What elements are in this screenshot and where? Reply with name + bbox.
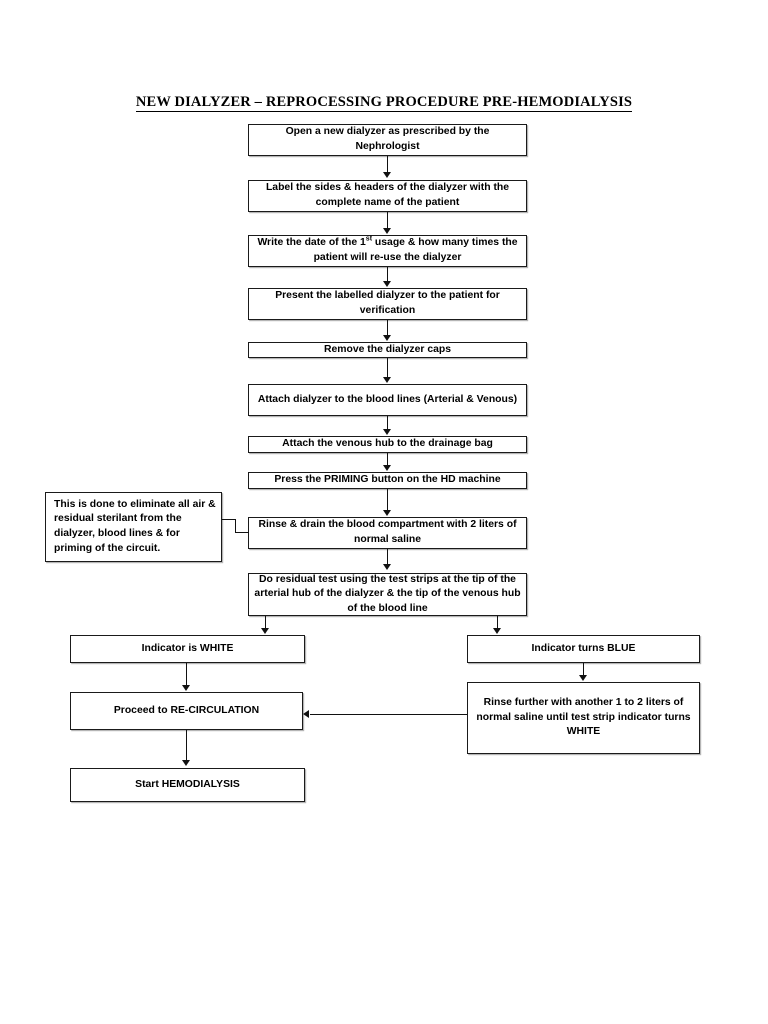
connector-note-n9-seg3 <box>235 532 249 533</box>
node-label: Attach the venous hub to the drainage ba… <box>282 438 493 450</box>
node-label: Rinse further with another 1 to 2 liters… <box>476 697 691 738</box>
arrowhead-n1-n2 <box>383 172 391 178</box>
connector-n6-n7 <box>387 416 388 430</box>
arrowhead-n11-n13 <box>182 685 190 691</box>
node-attach-dialyzer-blood-lines[interactable]: Attach dialyzer to the blood lines (Arte… <box>248 384 527 416</box>
node-label: Start HEMODIALYSIS <box>135 778 240 790</box>
node-attach-venous-hub-drainage-bag[interactable]: Attach the venous hub to the drainage ba… <box>248 436 527 453</box>
connector-n4-n5 <box>387 320 388 336</box>
node-present-labelled-dialyzer[interactable]: Present the labelled dialyzer to the pat… <box>248 288 527 320</box>
connector-n13-n15 <box>186 730 187 761</box>
node-label: Label the sides & headers of the dialyze… <box>265 182 510 208</box>
arrowhead-n2-n3 <box>383 228 391 234</box>
node-press-priming-button[interactable]: Press the PRIMING button on the HD machi… <box>248 472 527 489</box>
connector-n9-n10 <box>387 549 388 565</box>
node-do-residual-test[interactable]: Do residual test using the test strips a… <box>248 573 527 616</box>
ordinal-suffix: st <box>365 235 373 243</box>
arrowhead-n7-n8 <box>383 465 391 471</box>
connector-n14-n13 <box>310 714 467 715</box>
node-label-part-b: usage & how many times the patient will … <box>313 237 518 263</box>
arrowhead-n13-n15 <box>182 760 190 766</box>
connector-n3-n4 <box>387 267 388 282</box>
node-label: Open a new dialyzer as prescribed by the… <box>285 126 490 152</box>
node-proceed-to-recirculation[interactable]: Proceed to RE-CIRCULATION <box>70 692 303 730</box>
node-start-hemodialysis[interactable]: Start HEMODIALYSIS <box>70 768 305 802</box>
node-write-date-first-usage[interactable]: Write the date of the 1st usage & how ma… <box>248 235 527 267</box>
node-rinse-drain-blood-compartment[interactable]: Rinse & drain the blood compartment with… <box>248 517 527 549</box>
node-remove-dialyzer-caps[interactable]: Remove the dialyzer caps <box>248 342 527 358</box>
node-label: Attach dialyzer to the blood lines (Arte… <box>257 393 518 405</box>
arrowhead-n3-n4 <box>383 281 391 287</box>
connector-note-n9-seg1 <box>222 519 236 520</box>
node-label: Write the date of the 1st usage & how ma… <box>253 236 522 265</box>
node-label-part-a: Write the date of the 1 <box>257 237 366 249</box>
node-label: Press the PRIMING button on the HD machi… <box>274 474 501 486</box>
node-label: Remove the dialyzer caps <box>323 343 452 355</box>
page-title-text: NEW DIALYZER – REPROCESSING PROCEDURE PR… <box>135 94 633 112</box>
arrowhead-n14-n13 <box>303 710 309 718</box>
connector-note-n9-seg2 <box>235 519 236 533</box>
node-label: Do residual test using the test strips a… <box>254 573 521 614</box>
page-title: NEW DIALYZER – REPROCESSING PROCEDURE PR… <box>0 94 768 112</box>
node-open-new-dialyzer[interactable]: Open a new dialyzer as prescribed by the… <box>248 124 527 156</box>
node-indicator-turns-blue[interactable]: Indicator turns BLUE <box>467 635 700 663</box>
arrowhead-n9-n10 <box>383 564 391 570</box>
arrowhead-n8-n9 <box>383 510 391 516</box>
node-side-note-priming-rationale[interactable]: This is done to eliminate all air & resi… <box>45 492 222 562</box>
node-label: Indicator turns BLUE <box>531 642 636 654</box>
connector-n10-n11 <box>265 616 266 629</box>
connector-n1-n2 <box>387 156 388 173</box>
node-rinse-further[interactable]: Rinse further with another 1 to 2 liters… <box>467 682 700 754</box>
node-label-sides-headers[interactable]: Label the sides & headers of the dialyze… <box>248 180 527 212</box>
arrowhead-n5-n6 <box>383 377 391 383</box>
node-label: Proceed to RE-CIRCULATION <box>113 704 260 716</box>
connector-n11-n13 <box>186 663 187 686</box>
connector-n5-n6 <box>387 358 388 378</box>
arrowhead-n4-n5 <box>383 335 391 341</box>
connector-n10-n12 <box>497 616 498 629</box>
arrowhead-n10-n12 <box>493 628 501 634</box>
arrowhead-n12-n14 <box>579 675 587 681</box>
node-label: Indicator is WHITE <box>141 642 234 654</box>
node-label: Rinse & drain the blood compartment with… <box>258 519 517 545</box>
arrowhead-n10-n11 <box>261 628 269 634</box>
connector-n7-n8 <box>387 453 388 466</box>
connector-n8-n9 <box>387 489 388 511</box>
arrowhead-n6-n7 <box>383 429 391 435</box>
node-indicator-is-white[interactable]: Indicator is WHITE <box>70 635 305 663</box>
connector-n2-n3 <box>387 212 388 229</box>
node-label: Present the labelled dialyzer to the pat… <box>275 290 500 316</box>
node-label: This is done to eliminate all air & resi… <box>54 498 216 554</box>
connector-n12-n14 <box>583 663 584 676</box>
